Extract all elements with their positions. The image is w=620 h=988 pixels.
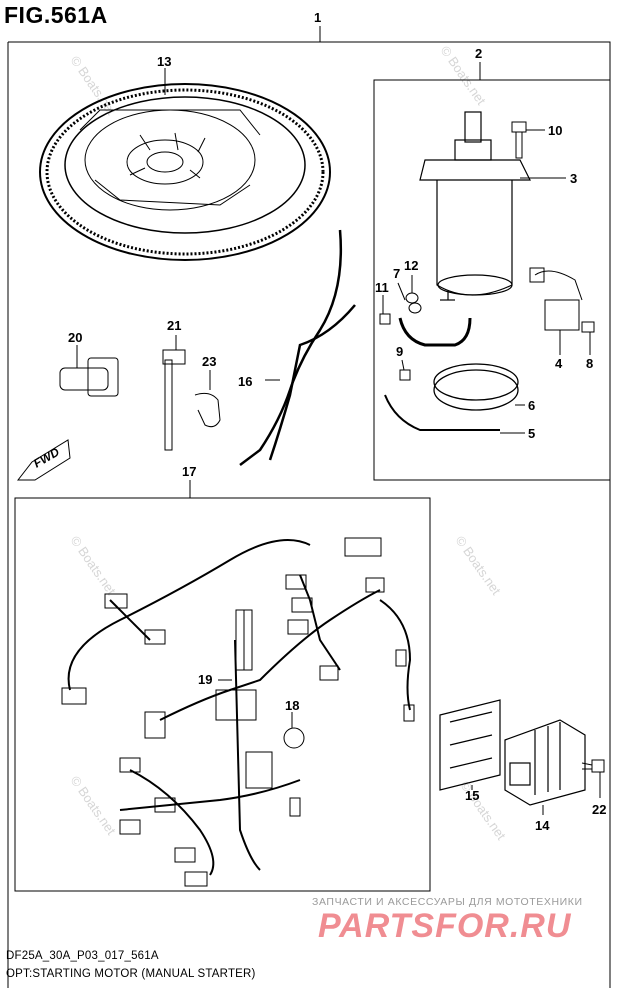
nut-washer-set bbox=[379, 292, 422, 325]
assembly-frame-2 bbox=[373, 79, 611, 481]
clamp-23 bbox=[194, 392, 221, 428]
callout-18: 18 bbox=[285, 698, 299, 713]
callout-21: 21 bbox=[167, 318, 181, 333]
watermark: © Boats.net bbox=[68, 53, 120, 118]
callout-17: 17 bbox=[182, 464, 196, 479]
callout-16: 16 bbox=[238, 374, 252, 389]
socket-20 bbox=[59, 357, 119, 397]
bolt-9 bbox=[399, 369, 411, 381]
fwd-label: FWD bbox=[31, 445, 62, 471]
cable-tie-21 bbox=[164, 359, 173, 451]
callout-2: 2 bbox=[475, 46, 482, 61]
flywheel bbox=[39, 83, 331, 261]
callout-11: 11 bbox=[375, 280, 389, 295]
callout-4: 4 bbox=[555, 356, 563, 371]
harness-connectors bbox=[61, 537, 415, 887]
starter-bracket bbox=[384, 394, 500, 431]
callout-labels: 1 2 3 4 5 6 7 8 9 10 11 12 13 14 15 16 1… bbox=[68, 10, 606, 833]
assembly-frame-1 bbox=[8, 41, 611, 988]
starter-band bbox=[433, 363, 519, 411]
bolt-10 bbox=[511, 121, 527, 159]
diagram-code: DF25A_30A_P03_017_561A bbox=[6, 950, 159, 962]
callout-1: 1 bbox=[314, 10, 321, 25]
watermarks: © Boats.net © Boats.net © Boats.net © Bo… bbox=[68, 43, 510, 843]
assembly-frame-17 bbox=[14, 497, 431, 892]
starter-motor bbox=[419, 111, 531, 301]
callout-13: 13 bbox=[157, 54, 171, 69]
bolt-8 bbox=[581, 321, 595, 333]
callout-22: 22 bbox=[592, 802, 606, 817]
callout-15: 15 bbox=[465, 788, 479, 803]
callout-12: 12 bbox=[404, 258, 418, 273]
callout-9: 9 bbox=[396, 344, 403, 359]
callout-20: 20 bbox=[68, 330, 82, 345]
callout-23: 23 bbox=[202, 354, 216, 369]
starter-cable bbox=[398, 317, 472, 347]
store-logo: PARTSFOR.RU bbox=[318, 907, 572, 945]
figure-title: FIG.561A bbox=[4, 2, 108, 28]
callout-6: 6 bbox=[528, 398, 535, 413]
fwd-arrow: FWD bbox=[16, 439, 71, 481]
callout-7: 7 bbox=[393, 266, 400, 281]
callout-8: 8 bbox=[586, 356, 593, 371]
callout-10: 10 bbox=[548, 123, 562, 138]
rectifier-bracket bbox=[439, 699, 501, 791]
callout-19: 19 bbox=[198, 672, 212, 687]
diagram-description: OPT:STARTING MOTOR (MANUAL STARTER) bbox=[6, 968, 256, 980]
store-tagline: ЗАПЧАСТИ И АКСЕССУАРЫ ДЛЯ МОТОТЕХНИКИ bbox=[312, 896, 583, 908]
callout-14: 14 bbox=[535, 818, 550, 833]
bolt-22 bbox=[581, 759, 605, 773]
watermark: © Boats.net bbox=[68, 533, 120, 598]
battery-cable bbox=[239, 229, 343, 466]
watermark: © Boats.net bbox=[68, 773, 120, 838]
starter-relay bbox=[529, 267, 583, 331]
wiring-harness bbox=[67, 539, 412, 876]
watermark: © Boats.net bbox=[453, 533, 505, 598]
callout-5: 5 bbox=[528, 426, 535, 441]
callout-3: 3 bbox=[570, 171, 577, 186]
rectifier bbox=[504, 719, 586, 806]
